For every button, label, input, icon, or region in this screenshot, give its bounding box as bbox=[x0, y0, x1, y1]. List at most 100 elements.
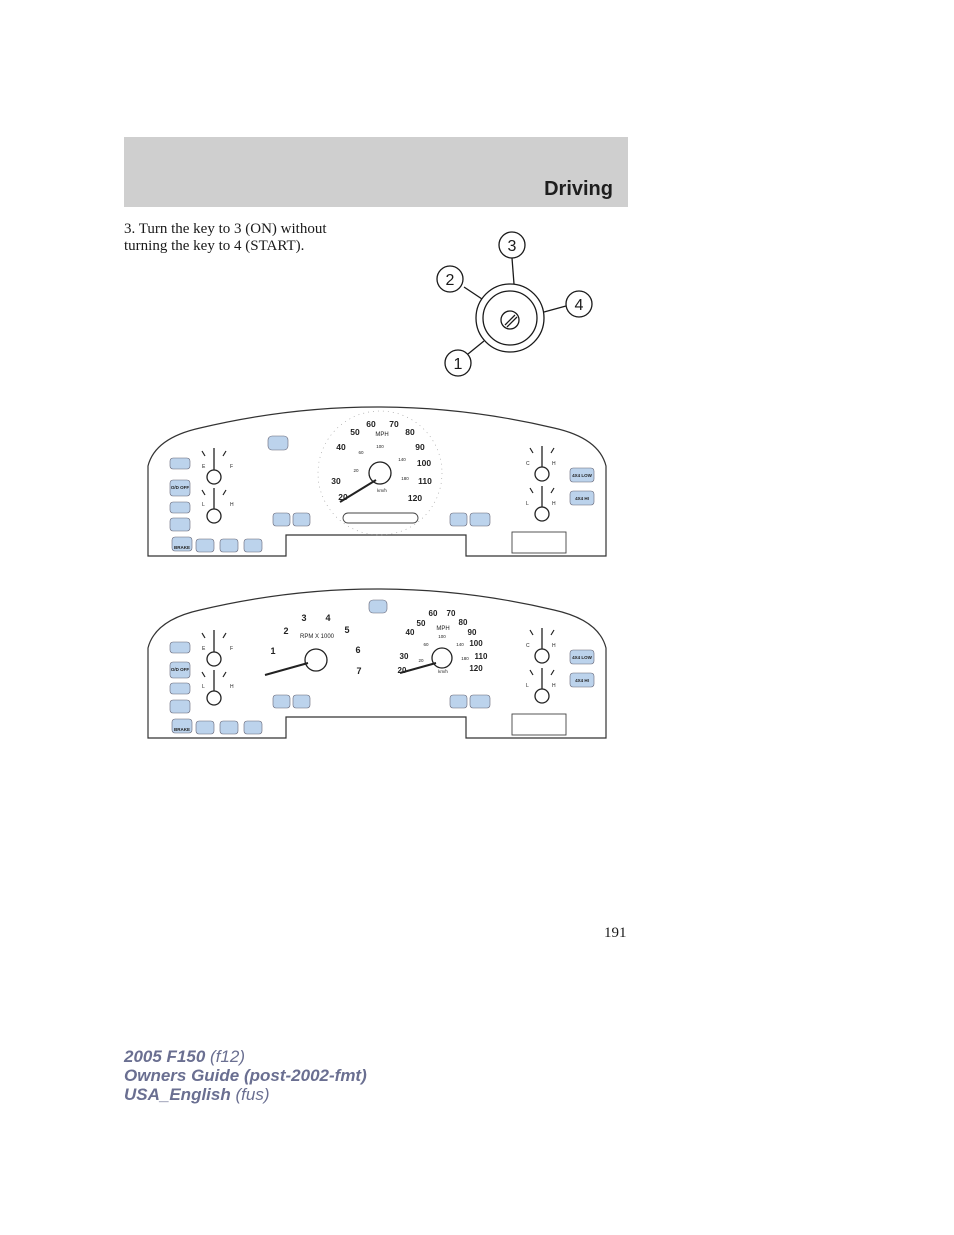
speedo-mph-label: MPH bbox=[436, 626, 449, 632]
svg-text:BRAKE: BRAKE bbox=[174, 545, 190, 550]
right-turn-signal-icon bbox=[449, 694, 468, 709]
voltage-gauge: L H bbox=[526, 486, 556, 522]
tach-2: 2 bbox=[283, 626, 288, 636]
speedometer-hub bbox=[368, 461, 392, 485]
speedo-kmh-100: 100 bbox=[438, 634, 446, 639]
left-turn-signal-icon bbox=[292, 512, 311, 527]
ignition-outer-ring bbox=[475, 283, 545, 353]
tach-5: 5 bbox=[344, 625, 349, 635]
svg-text:4X4 LOW: 4X4 LOW bbox=[572, 473, 593, 478]
svg-text:F: F bbox=[230, 646, 233, 652]
headlamp-lamp-icon bbox=[267, 435, 289, 451]
oil-pressure-gauge: L H bbox=[201, 670, 234, 706]
speedo-mph-20: 20 bbox=[338, 492, 348, 502]
svg-text:L: L bbox=[526, 683, 529, 689]
speedo-mph-40: 40 bbox=[336, 442, 346, 452]
speedo-mph-110: 110 bbox=[418, 476, 432, 486]
speedo-mph-120: 120 bbox=[469, 664, 483, 673]
tach-6: 6 bbox=[355, 645, 360, 655]
tach-4: 4 bbox=[325, 613, 330, 623]
speedo-mph-90: 90 bbox=[468, 628, 477, 637]
speed-control-lamp-icon bbox=[469, 694, 491, 709]
speedo-kmh-20: 20 bbox=[418, 658, 424, 663]
speedo-mph-20: 20 bbox=[398, 666, 407, 675]
ignition-position-3: 3 bbox=[508, 238, 517, 255]
od-off-lamp bbox=[169, 661, 191, 679]
message-center-display bbox=[511, 531, 567, 554]
four-hi-lamp bbox=[569, 490, 595, 506]
instrument-cluster-2: 1 2 3 4 5 6 7 RPM X 1000 20 30 40 50 60 … bbox=[147, 588, 607, 739]
svg-text:H: H bbox=[552, 461, 556, 467]
svg-text:H: H bbox=[552, 643, 556, 649]
svg-text:E: E bbox=[202, 464, 206, 470]
fuel-gauge: E F bbox=[201, 630, 233, 667]
ignition-position-4: 4 bbox=[575, 297, 584, 314]
instrument-cluster-1: 20 30 40 50 60 70 80 90 100 110 120 20 6… bbox=[147, 406, 607, 557]
speedo-kmh-60: 60 bbox=[358, 450, 364, 455]
battery-lamp-icon bbox=[169, 682, 191, 695]
instruction-text: 3. Turn the key to 3 (ON) without turnin… bbox=[124, 221, 374, 255]
key-lamp-icon bbox=[169, 457, 191, 470]
svg-text:4X4 LOW: 4X4 LOW bbox=[572, 655, 593, 660]
svg-text:H: H bbox=[230, 684, 234, 690]
ignition-position-2: 2 bbox=[446, 272, 455, 289]
airbag-lamp-icon bbox=[243, 720, 263, 735]
svg-text:O/D OFF: O/D OFF bbox=[171, 485, 189, 490]
seatbelt-lamp-icon bbox=[219, 538, 239, 553]
four-hi-lamp bbox=[569, 672, 595, 688]
check-engine-lamp-icon bbox=[169, 517, 191, 532]
svg-text:O/D OFF: O/D OFF bbox=[171, 667, 189, 672]
speedometer-needle bbox=[339, 479, 377, 503]
speedometer: 20 30 40 50 60 70 80 90 100 110 120 20 6… bbox=[398, 609, 488, 675]
svg-text:H: H bbox=[230, 502, 234, 508]
speedo-kmh-label: km/h bbox=[377, 488, 387, 493]
temperature-gauge: C H bbox=[526, 628, 556, 664]
tachometer-hub bbox=[304, 648, 328, 672]
svg-text:F: F bbox=[230, 464, 233, 470]
speedo-mph-120: 120 bbox=[408, 493, 422, 503]
tach-7: 7 bbox=[356, 666, 361, 676]
svg-text:L: L bbox=[526, 501, 529, 507]
svg-text:L: L bbox=[202, 502, 205, 508]
speedo-mph-80: 80 bbox=[405, 427, 415, 437]
speedo-mph-70: 70 bbox=[447, 609, 456, 618]
key-slot-icon bbox=[500, 310, 520, 330]
svg-text:H: H bbox=[552, 501, 556, 507]
four-low-lamp bbox=[569, 467, 595, 483]
section-title: Driving bbox=[544, 178, 613, 200]
tachometer-needle bbox=[264, 662, 309, 676]
odometer-display bbox=[342, 512, 419, 524]
svg-text:L: L bbox=[202, 684, 205, 690]
tach-label: RPM X 1000 bbox=[300, 634, 335, 640]
instruction-line-2: turning the key to 4 (START). bbox=[124, 238, 305, 254]
svg-text:4X4 HI: 4X4 HI bbox=[575, 496, 589, 501]
abs-lamp-icon bbox=[195, 720, 215, 735]
abs-lamp-icon bbox=[195, 538, 215, 553]
ignition-switch-diagram: 2 3 4 1 bbox=[436, 231, 593, 377]
speedo-mph-30: 30 bbox=[400, 652, 409, 661]
footer-guide-line: Owners Guide (post-2002-fmt) bbox=[124, 1066, 367, 1085]
footer-model-line: 2005 F150 (f12) bbox=[124, 1047, 245, 1066]
speedometer: 20 30 40 50 60 70 80 90 100 110 120 20 6… bbox=[317, 410, 443, 536]
security-lamp-icon bbox=[272, 512, 291, 527]
airbag-lamp-icon bbox=[243, 538, 263, 553]
svg-text:E: E bbox=[202, 646, 206, 652]
svg-text:C: C bbox=[526, 643, 530, 649]
od-off-lamp bbox=[169, 479, 191, 497]
ignition-position-1: 1 bbox=[454, 356, 463, 373]
document-footer: 2005 F150 (f12) Owners Guide (post-2002-… bbox=[124, 1047, 367, 1104]
voltage-gauge: L H bbox=[526, 668, 556, 704]
footer-language-line: USA_English (fus) bbox=[124, 1085, 270, 1104]
battery-lamp-icon bbox=[169, 501, 191, 514]
svg-text:C: C bbox=[526, 461, 530, 467]
speedo-mph-100: 100 bbox=[469, 639, 483, 648]
brake-lamp bbox=[171, 718, 193, 734]
speedo-mph-40: 40 bbox=[406, 628, 415, 637]
tach-3: 3 bbox=[301, 613, 306, 623]
svg-text:H: H bbox=[552, 683, 556, 689]
tach-1: 1 bbox=[270, 646, 275, 656]
speedo-kmh-180: 180 bbox=[401, 476, 409, 481]
speedo-kmh-20: 20 bbox=[353, 468, 359, 473]
speedo-mph-70: 70 bbox=[389, 419, 399, 429]
speed-control-lamp-icon bbox=[469, 512, 491, 527]
